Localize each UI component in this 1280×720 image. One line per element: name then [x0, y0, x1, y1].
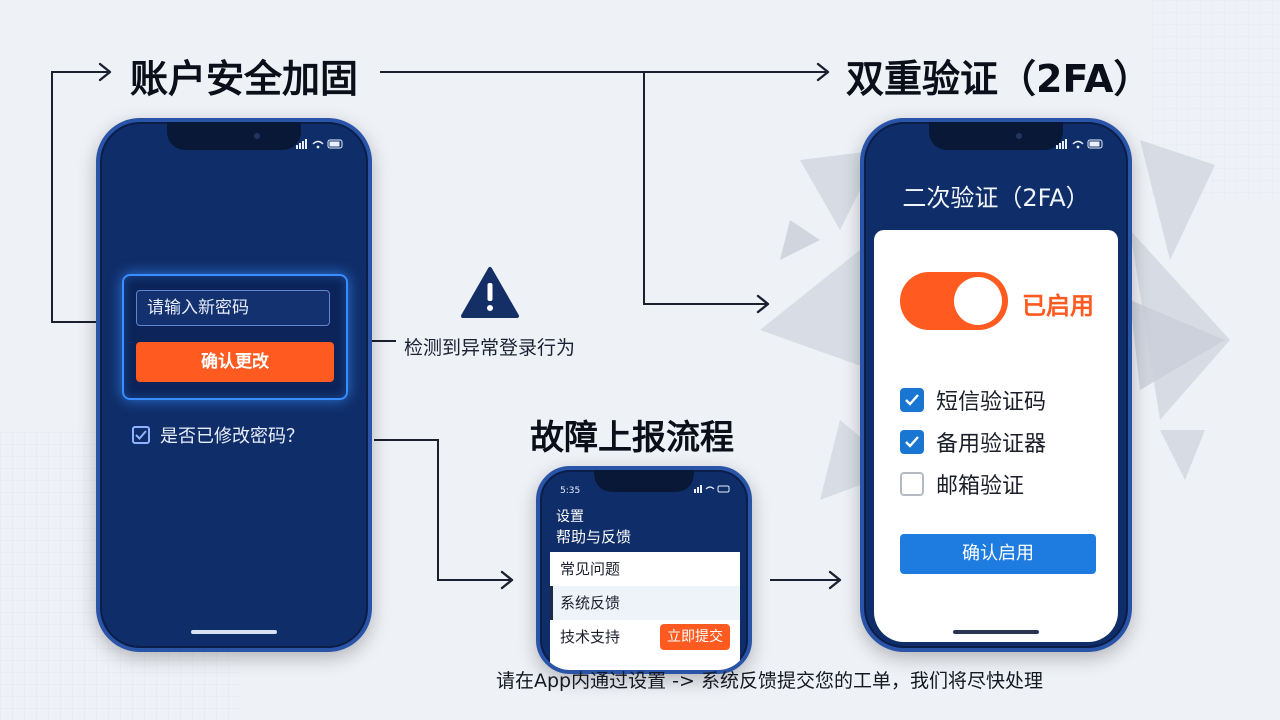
signal-wifi-battery-icon — [296, 139, 343, 149]
check-icon — [905, 394, 919, 406]
abnormal-login-warning: 检测到异常登录行为 — [404, 337, 576, 359]
settings-label[interactable]: 设置 — [556, 509, 584, 525]
menu-item-faq[interactable]: 常见问题 — [560, 560, 621, 578]
fault-report-title: 故障上报流程 — [530, 418, 734, 458]
status-icons — [694, 484, 730, 497]
home-indicator — [953, 630, 1039, 634]
check-icon — [905, 436, 919, 448]
two-factor-title: 双重验证（2FA） — [846, 57, 1152, 101]
support-phone: 5:35 设置 帮助与反馈 常见问题 系统反馈 技术支持 立即提交 — [536, 466, 752, 674]
option-label: 短信验证码 — [936, 390, 1047, 415]
signal-wifi-battery-icon — [1056, 139, 1103, 149]
checkbox-label: 是否已修改密码？ — [160, 426, 304, 447]
confirm-change-button[interactable]: 确认更改 — [136, 342, 334, 382]
camera-icon — [1016, 133, 1022, 139]
help-feedback-title: 帮助与反馈 — [556, 528, 632, 546]
account-security-title: 账户安全加固 — [130, 57, 359, 101]
password-changed-checkbox-row[interactable]: 是否已修改密码？ — [132, 422, 304, 448]
phone-notch — [929, 122, 1063, 150]
toggle-status-label: 已启用 — [1022, 292, 1094, 320]
checkbox[interactable] — [132, 426, 150, 444]
option-backup-authenticator[interactable]: 备用验证器 — [900, 426, 1046, 458]
submit-now-button[interactable]: 立即提交 — [660, 624, 730, 650]
status-time: 5:35 — [560, 486, 581, 496]
menu-item-system-feedback[interactable]: 系统反馈 — [550, 586, 740, 620]
option-sms-code[interactable]: 短信验证码 — [900, 384, 1046, 416]
status-icons — [1056, 138, 1106, 153]
password-phone: 请输入新密码 确认更改 是否已修改密码？ — [96, 118, 372, 652]
footer-instruction: 请在App内通过设置 -> 系统反馈提交您的工单，我们将尽快处理 — [496, 670, 1043, 692]
home-indicator — [191, 630, 277, 634]
twofa-settings-panel: 已启用 短信验证码 备用验证器 邮箱验证 确认启用 — [874, 230, 1118, 642]
password-change-card: 请输入新密码 确认更改 — [122, 274, 348, 400]
option-label: 备用验证器 — [936, 432, 1047, 457]
toggle-knob — [954, 277, 1002, 325]
signal-wifi-battery-icon — [694, 485, 730, 493]
checkbox[interactable] — [900, 472, 924, 496]
checkbox[interactable] — [900, 388, 924, 412]
confirm-enable-button[interactable]: 确认启用 — [900, 534, 1096, 574]
twofa-phone: 二次验证（2FA） 已启用 短信验证码 备用验证器 邮箱验证 — [860, 118, 1132, 652]
checkbox[interactable] — [900, 430, 924, 454]
new-password-input[interactable]: 请输入新密码 — [136, 290, 330, 326]
option-label: 邮箱验证 — [936, 474, 1025, 499]
help-menu-list: 常见问题 系统反馈 技术支持 立即提交 — [550, 552, 740, 670]
phone-notch — [167, 122, 301, 150]
warning-triangle-icon — [461, 267, 519, 318]
check-icon — [135, 430, 147, 440]
menu-item-tech-support[interactable]: 技术支持 立即提交 — [550, 620, 740, 654]
twofa-toggle[interactable] — [900, 272, 1008, 330]
camera-icon — [254, 133, 260, 139]
option-email-verification[interactable]: 邮箱验证 — [900, 468, 1024, 500]
phone-notch — [594, 470, 694, 492]
status-icons — [296, 138, 346, 153]
twofa-header: 二次验证（2FA） — [902, 184, 1090, 212]
